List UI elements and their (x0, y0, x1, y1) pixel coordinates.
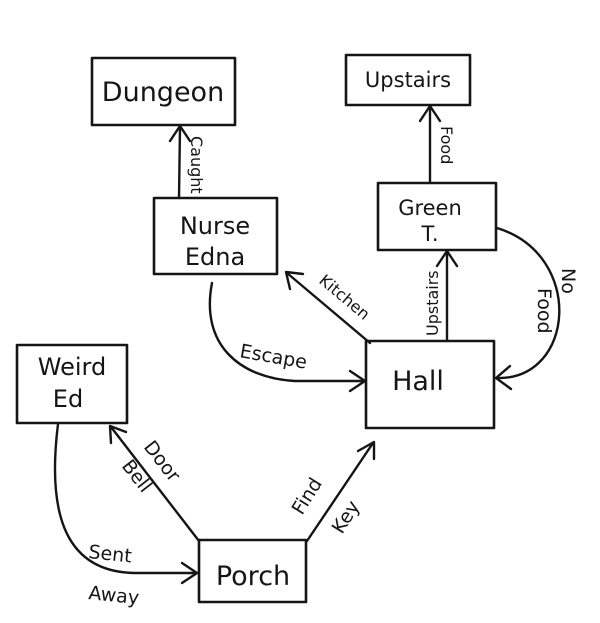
node-green-t-line-1: Green (398, 196, 462, 220)
node-hall-box (364, 339, 496, 430)
edge-escape-arrowhead (348, 369, 367, 393)
edge-find-key-line-1: Find (288, 474, 327, 519)
edge-upstairs-arrowhead (435, 249, 459, 268)
node-nurse-edna: Nurse Edna (152, 196, 279, 276)
edge-caught-arrowhead (168, 124, 192, 143)
node-upstairs-box (344, 53, 472, 107)
node-dungeon-box (90, 56, 237, 127)
node-nurse-edna-line-2: Edna (185, 243, 245, 271)
node-green-t-line-2: T. (420, 222, 438, 246)
edge-escape-line (208, 281, 366, 383)
edge-sent-away-line (53, 422, 198, 575)
node-upstairs-label: Upstairs (365, 68, 451, 92)
edge-food: Food (418, 104, 456, 185)
edge-no-food-line-1: No (557, 268, 579, 294)
edge-kitchen-label: Kitchen (315, 271, 373, 324)
edge-caught: Caught (168, 124, 206, 200)
edge-door-bell: Door Bell (108, 424, 201, 543)
edge-sent-away-arrowhead (180, 561, 199, 585)
edge-sent-away-line-1: Sent (87, 541, 132, 567)
node-green-t-box (376, 181, 498, 252)
edge-find-key: Find Key (288, 440, 376, 543)
node-green-t: Green T. (376, 181, 498, 252)
node-porch-label: Porch (216, 561, 290, 592)
node-weird-ed-box (15, 343, 129, 425)
node-dungeon-label: Dungeon (102, 77, 224, 108)
node-weird-ed: Weird Ed (15, 343, 129, 425)
edge-sent-away-line-2: Away (87, 582, 140, 609)
edge-door-bell-line (109, 425, 201, 543)
node-nurse-edna-line-1: Nurse (180, 212, 250, 240)
edge-kitchen: Kitchen (284, 270, 374, 345)
edge-caught-line (177, 125, 182, 200)
edge-upstairs-label: Upstairs (423, 270, 442, 336)
edge-find-key-arrowhead (356, 440, 376, 461)
edge-caught-label: Caught (187, 136, 206, 194)
edge-kitchen-line (285, 271, 372, 345)
edge-no-food-arrowhead (494, 364, 513, 391)
node-porch-box (197, 538, 308, 604)
edge-no-food-line-2: Food (533, 288, 555, 334)
edge-sent-away: Sent Away (53, 422, 199, 609)
edge-no-food: No Food (494, 226, 579, 391)
edge-food-label: Food (437, 126, 456, 164)
node-upstairs: Upstairs (344, 53, 472, 107)
node-dungeon: Dungeon (90, 56, 237, 127)
node-weird-ed-line-2: Ed (53, 385, 83, 413)
edge-find-key-line (305, 441, 375, 543)
node-nurse-edna-box (152, 196, 279, 276)
node-porch: Porch (197, 538, 308, 604)
node-hall: Hall (364, 339, 496, 430)
edge-upstairs: Upstairs (423, 249, 459, 343)
node-weird-ed-line-1: Weird (38, 353, 106, 381)
edge-food-arrowhead (418, 104, 442, 123)
node-hall-label: Hall (392, 366, 444, 397)
edge-door-bell-arrowhead (108, 424, 128, 445)
edge-kitchen-arrowhead (284, 270, 305, 291)
edge-no-food-line (495, 226, 561, 380)
